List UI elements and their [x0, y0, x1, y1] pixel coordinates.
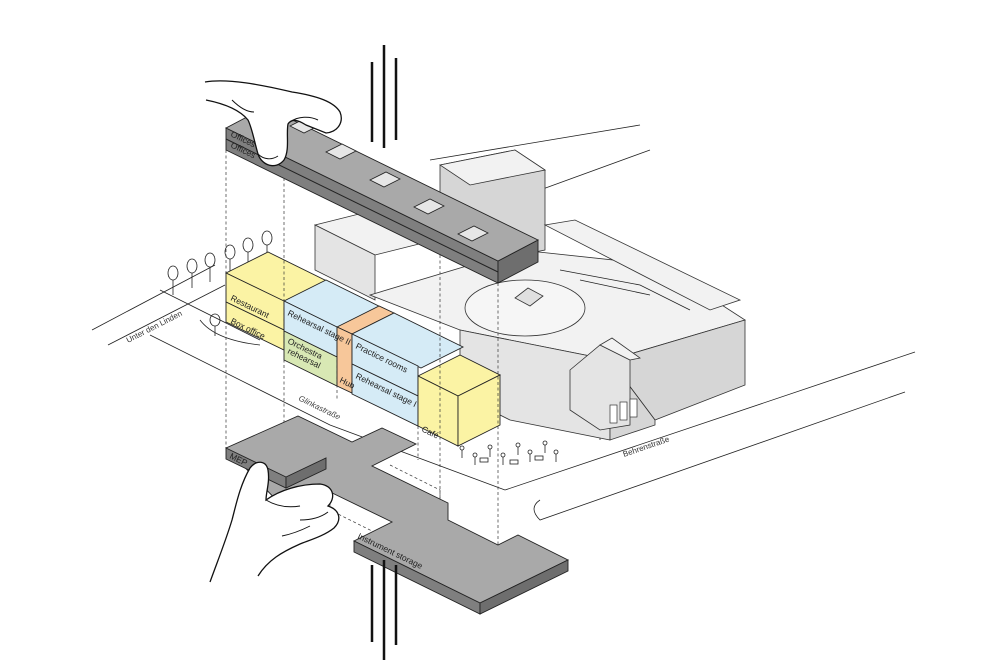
hand-bottom-icon	[209, 461, 340, 583]
basement-slab: MEP Instrument storage	[225, 415, 570, 615]
street-context	[91, 124, 916, 521]
street-label-unter-den-linden: Unter den Linden	[125, 309, 184, 345]
street-label-behrenstrasse: Behrenstraße	[622, 434, 671, 458]
hand-top-icon	[204, 80, 342, 167]
lift-indicator-bottom	[370, 560, 398, 660]
lift-indicator-top	[370, 45, 398, 148]
plaza-people	[459, 428, 613, 465]
offices-slab: Offices Offices	[225, 106, 539, 284]
street-label-glinkastrasse: Glinkastraße	[297, 394, 342, 422]
